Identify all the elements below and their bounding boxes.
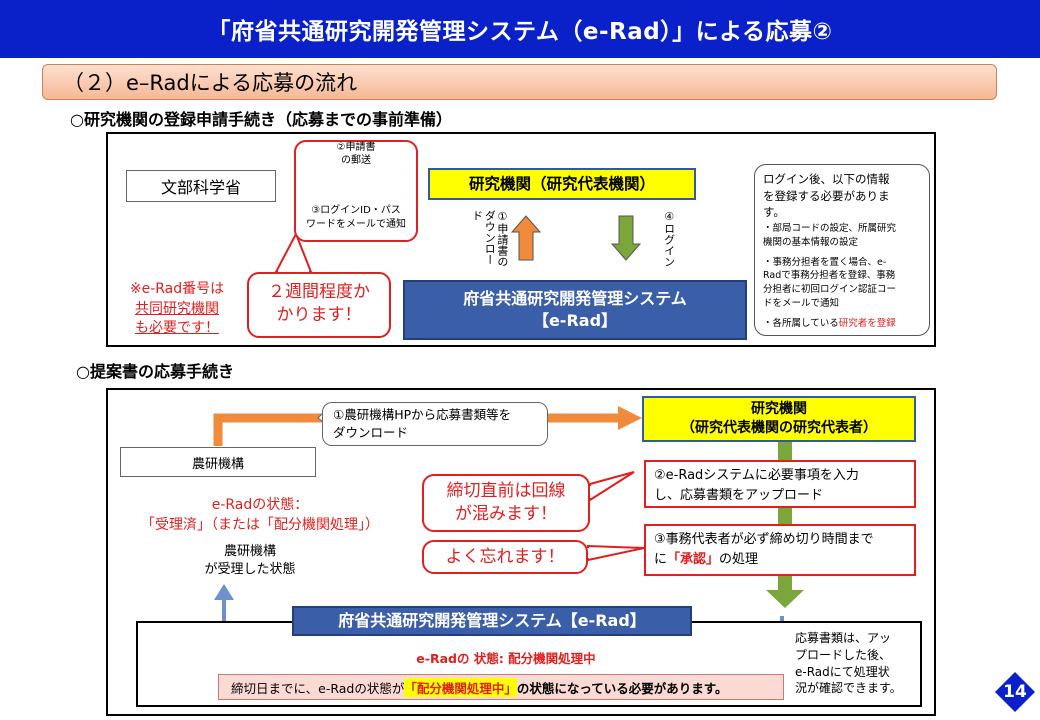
forget-callout: よく忘れます！ [422, 540, 588, 574]
page-title: 「府省共通研究開発管理システム（e-Rad）」による応募② [0, 0, 1040, 58]
step1-label: ①申請書の ダウンロード [470, 210, 509, 267]
section-header: （２）e–Radによる応募の流れ [42, 64, 997, 100]
approval-step-box: ③事務代表者が必ず締め切り時間まで に「承認」の処理 [644, 524, 916, 576]
step4-label: ④ログイン [662, 210, 676, 267]
naro-received-text: 農研機構 が受理した状態 [204, 544, 296, 577]
congestion-callout-tail [589, 471, 635, 502]
page-number-badge [995, 672, 1035, 712]
upload-step-box: ②e-Radシステムに必要事項を入力 し、応募書類をアップロード [644, 460, 916, 508]
erad-status-received: e-Radの状態： 「受理済」（または「配分機関処理」） [141, 497, 379, 534]
application-heading: ○提案書の応募手続き [76, 362, 234, 381]
institution-box: 研究機関（研究代表機関） [428, 168, 696, 200]
download-arrow [510, 215, 542, 261]
step3-label: ③ログインID・パス ワードをメールで通知 [306, 205, 406, 230]
erad-system-label: 府省共通研究開発管理システム【e-Rad】 [292, 606, 692, 636]
login-arrow [610, 215, 642, 261]
mail-exchange-group [294, 140, 418, 242]
registration-heading: ○研究機関の登録申請手続き（応募までの事前準備） [70, 110, 452, 129]
erad-status-processing: e-Radの 状態: 配分機関処理中 [416, 651, 596, 666]
deadline-notice: 締切日までに、e-Radの状態が「配分機関処理中」の状態になっている必要がありま… [218, 674, 784, 700]
page-number: 14 [1003, 682, 1027, 702]
ministry-box: 文部科学省 [126, 170, 276, 202]
download-step-box: ①農研機構HPから応募書類等を ダウンロード [322, 402, 548, 446]
post-login-info: ログイン後、以下の情報 を登録する必要がありま す。 ・部局コードの設定、所属研… [754, 164, 930, 336]
naro-box: 農研機構 [120, 447, 316, 477]
erad-system-box: 府省共通研究開発管理システム 【e-Rad】 [403, 280, 747, 340]
upload-status-note: 応募書類は、アッ プロードした後、 e-Radにて処理状 況が確認できます。 [795, 631, 902, 696]
congestion-callout: 締切直前は回線 が混みます！ [422, 474, 590, 532]
erad-number-note: ※e-Rad番号は 共同研究機関 も必要です！ [129, 281, 225, 337]
step2-label: ②申請書 の郵送 [336, 142, 376, 166]
two-weeks-callout: ２週間程度か かります！ [247, 272, 391, 338]
approval-callout-tail [587, 544, 645, 562]
researcher-box: 研究機関 （研究代表機関の研究代表者） [642, 396, 916, 442]
